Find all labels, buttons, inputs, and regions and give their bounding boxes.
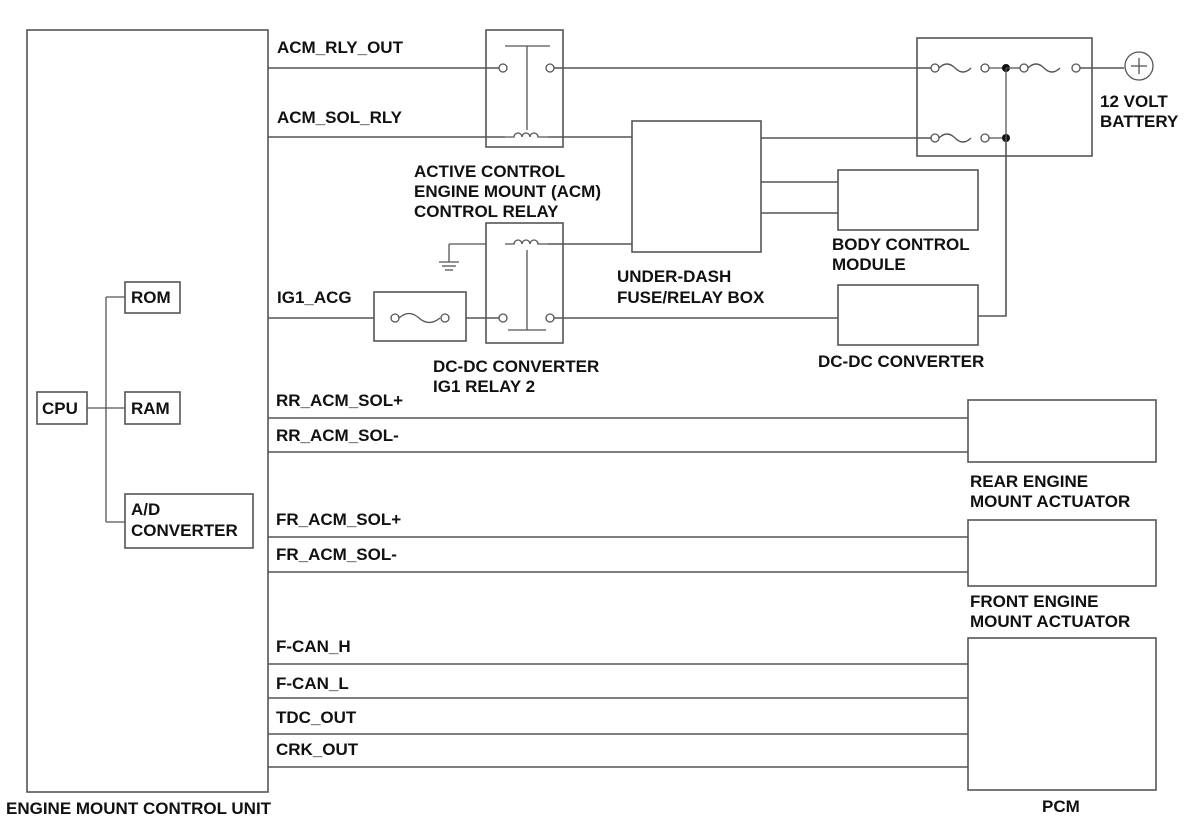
rom-label: ROM: [131, 288, 171, 307]
signal-rr-acm-sol-plus: RR_ACM_SOL+: [276, 391, 403, 410]
rear-actuator-label-line2: MOUNT ACTUATOR: [970, 492, 1130, 511]
ad-converter-block: A/D CONVERTER: [124, 493, 254, 549]
front-actuator-label-line1: FRONT ENGINE: [970, 592, 1098, 611]
battery: 12 VOLT BATTERY: [1080, 51, 1179, 131]
signal-rr-acm-sol-minus: RR_ACM_SOL-: [276, 426, 399, 445]
ecu-internal-bus: [87, 296, 125, 523]
ig1-fuse: [373, 291, 467, 342]
rom-block: ROM: [124, 281, 181, 314]
battery-label-line2: BATTERY: [1100, 112, 1179, 131]
dcdc-ig1-relay-2: DC-DC CONVERTER IG1 RELAY 2: [433, 222, 599, 396]
signal-fr-acm-sol-plus: FR_ACM_SOL+: [276, 510, 401, 529]
rear-engine-mount-actuator: REAR ENGINE MOUNT ACTUATOR: [967, 399, 1157, 511]
pcm-label: PCM: [1042, 797, 1080, 816]
signal-crk-out: CRK_OUT: [276, 740, 359, 759]
signal-ig1-acg: IG1_ACG: [277, 288, 352, 307]
signal-tdc-out: TDC_OUT: [276, 708, 357, 727]
ad-converter-label-line1: A/D: [131, 500, 160, 519]
dcdc-converter: DC-DC CONVERTER: [818, 284, 984, 371]
battery-fuse-box: [916, 37, 1093, 157]
under-dash-label-line1: UNDER-DASH: [617, 267, 731, 286]
wire-dcdc-to-battery-node: [978, 138, 1007, 317]
ad-converter-label-line2: CONVERTER: [131, 521, 238, 540]
signal-f-can-h: F-CAN_H: [276, 637, 351, 656]
under-dash-fuse-relay-box: UNDER-DASH FUSE/RELAY BOX: [617, 120, 765, 307]
bcm-label-line1: BODY CONTROL: [832, 235, 970, 254]
ram-block: RAM: [124, 391, 181, 425]
under-dash-label-line2: FUSE/RELAY BOX: [617, 288, 765, 307]
cpu-block: CPU: [36, 391, 88, 425]
ram-label: RAM: [131, 399, 170, 418]
signal-fr-acm-sol-minus: FR_ACM_SOL-: [276, 545, 397, 564]
cpu-label: CPU: [42, 399, 78, 418]
dcdc-converter-label: DC-DC CONVERTER: [818, 352, 984, 371]
acm-control-relay: ACTIVE CONTROL ENGINE MOUNT (ACM) CONTRO…: [414, 29, 601, 221]
front-engine-mount-actuator: FRONT ENGINE MOUNT ACTUATOR: [967, 519, 1157, 631]
signal-acm-rly-out: ACM_RLY_OUT: [277, 38, 404, 57]
ground-symbol: [439, 243, 486, 271]
bcm-label-line2: MODULE: [832, 255, 906, 274]
acm-relay-label-line1: ACTIVE CONTROL: [414, 162, 565, 181]
front-actuator-label-line2: MOUNT ACTUATOR: [970, 612, 1130, 631]
signal-f-can-l: F-CAN_L: [276, 674, 349, 693]
pcm: PCM: [967, 637, 1157, 816]
body-control-module: BODY CONTROL MODULE: [832, 169, 979, 274]
acm-relay-label-line3: CONTROL RELAY: [414, 202, 559, 221]
battery-label-line1: 12 VOLT: [1100, 92, 1168, 111]
engine-mount-control-unit-label: ENGINE MOUNT CONTROL UNIT: [6, 799, 272, 818]
acm-relay-label-line2: ENGINE MOUNT (ACM): [414, 182, 601, 201]
dcdc-relay-label-line1: DC-DC CONVERTER: [433, 357, 599, 376]
signal-acm-sol-rly: ACM_SOL_RLY: [277, 108, 403, 127]
rear-actuator-label-line1: REAR ENGINE: [970, 472, 1088, 491]
dcdc-relay-label-line2: IG1 RELAY 2: [433, 377, 535, 396]
wires: [268, 67, 1007, 768]
